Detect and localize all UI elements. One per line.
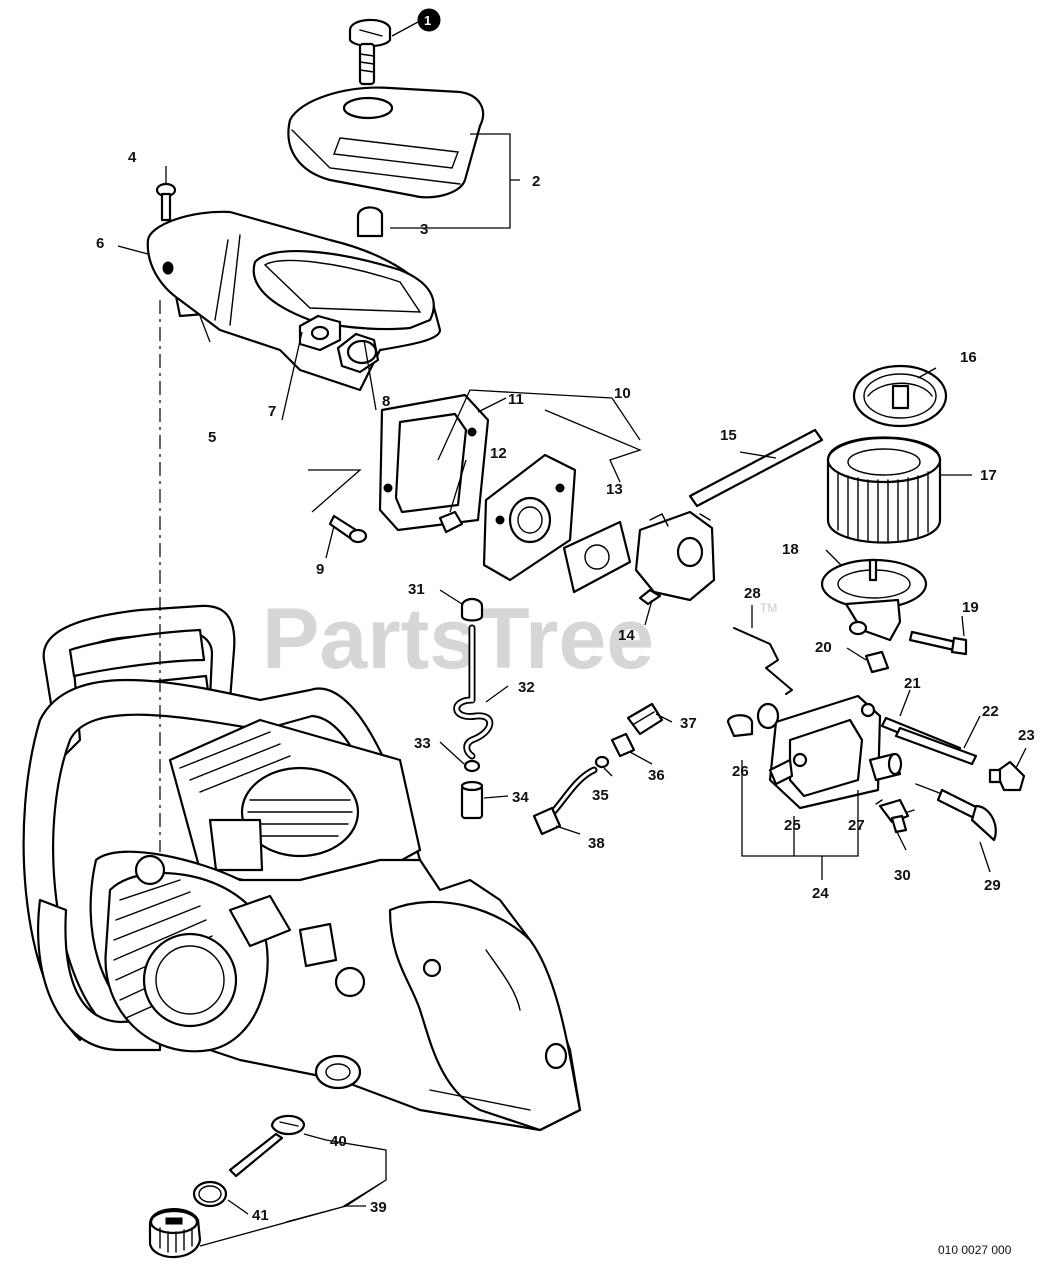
part-40-key[interactable] bbox=[228, 1114, 306, 1178]
callout-5[interactable]: 5 bbox=[208, 429, 216, 446]
part-38-oil-hose[interactable] bbox=[532, 766, 598, 836]
callout-20[interactable]: 20 bbox=[815, 639, 832, 656]
callout-labels: 1 2 3 4 5 6 7 8 9 10 11 12 13 14 15 16 1… bbox=[96, 8, 1035, 1224]
leader-lines bbox=[117, 21, 1027, 1247]
saw-body bbox=[22, 604, 582, 1132]
callout-39[interactable]: 39 bbox=[370, 1199, 387, 1216]
callout-19[interactable]: 19 bbox=[962, 599, 979, 616]
part-29-choke-knob[interactable] bbox=[915, 783, 997, 842]
callout-27[interactable]: 27 bbox=[848, 817, 865, 834]
part-2-top-cover[interactable] bbox=[287, 86, 485, 199]
callout-41[interactable]: 41 bbox=[252, 1207, 269, 1224]
callout-17[interactable]: 17 bbox=[980, 467, 997, 484]
callout-40[interactable]: 40 bbox=[330, 1133, 347, 1150]
part-7-gasket[interactable] bbox=[298, 314, 342, 352]
callout-21[interactable]: 21 bbox=[904, 675, 921, 692]
callout-7[interactable]: 7 bbox=[268, 403, 276, 420]
part-34-fuel-filter[interactable] bbox=[460, 780, 484, 820]
callout-28[interactable]: 28 bbox=[744, 585, 761, 602]
part-17-air-filter[interactable] bbox=[826, 436, 942, 544]
part-30-switch[interactable] bbox=[875, 798, 915, 834]
callout-16[interactable]: 16 bbox=[960, 349, 977, 366]
part-25-switch-bracket[interactable] bbox=[768, 694, 882, 810]
callout-34[interactable]: 34 bbox=[512, 789, 529, 806]
callout-13[interactable]: 13 bbox=[606, 481, 623, 498]
part-39-fuel-cap[interactable] bbox=[148, 1208, 202, 1259]
part-14-carburetor[interactable] bbox=[634, 510, 716, 606]
part-12-nut[interactable] bbox=[438, 510, 464, 534]
callout-4[interactable]: 4 bbox=[128, 149, 137, 166]
callout-2[interactable]: 2 bbox=[532, 173, 540, 190]
part-41-o-ring[interactable] bbox=[192, 1180, 228, 1208]
part-4-screw[interactable] bbox=[155, 182, 177, 222]
part-33-ring[interactable] bbox=[463, 759, 481, 773]
callout-22[interactable]: 22 bbox=[982, 703, 999, 720]
callout-6[interactable]: 6 bbox=[96, 235, 104, 252]
callout-26[interactable]: 26 bbox=[732, 763, 749, 780]
callout-33[interactable]: 33 bbox=[414, 735, 431, 752]
part-32-fuel-hose-inner bbox=[455, 626, 492, 758]
callout-1-badge bbox=[417, 8, 441, 32]
callout-35[interactable]: 35 bbox=[592, 787, 609, 804]
callout-32[interactable]: 32 bbox=[518, 679, 535, 696]
callout-36[interactable]: 36 bbox=[648, 767, 665, 784]
callout-9[interactable]: 9 bbox=[316, 561, 324, 578]
drawing-code: 010 0027 000 bbox=[938, 1243, 1012, 1257]
watermark: PartsTree bbox=[262, 591, 654, 687]
part-9-bolt[interactable] bbox=[328, 514, 368, 544]
part-10-carb-base[interactable] bbox=[482, 453, 577, 582]
part-6-top-shroud[interactable] bbox=[146, 210, 442, 392]
callout-10[interactable]: 10 bbox=[614, 385, 631, 402]
callout-18[interactable]: 18 bbox=[782, 541, 799, 558]
callout-31[interactable]: 31 bbox=[408, 581, 425, 598]
callout-25[interactable]: 25 bbox=[784, 817, 801, 834]
callout-15[interactable]: 15 bbox=[720, 427, 737, 444]
part-20-nut[interactable] bbox=[864, 650, 890, 674]
part-11-insulator-gasket[interactable] bbox=[378, 393, 490, 532]
part-23-knob[interactable] bbox=[988, 760, 1026, 792]
part-28-spring[interactable] bbox=[733, 627, 793, 695]
part-18-filter-base[interactable] bbox=[820, 558, 928, 642]
callout-23[interactable]: 23 bbox=[1018, 727, 1035, 744]
callout-37[interactable]: 37 bbox=[680, 715, 697, 732]
callout-11[interactable]: 11 bbox=[508, 391, 524, 408]
part-1-cover-knob[interactable] bbox=[348, 18, 392, 86]
callout-14[interactable]: 14 bbox=[618, 627, 635, 644]
part-35-ring[interactable] bbox=[594, 755, 610, 769]
callout-3[interactable]: 3 bbox=[420, 221, 428, 238]
callout-8[interactable]: 8 bbox=[382, 393, 390, 410]
part-27-grommet[interactable] bbox=[868, 752, 903, 782]
part-31-cap[interactable] bbox=[460, 597, 484, 622]
callout-24[interactable]: 24 bbox=[812, 885, 829, 902]
part-15-rod[interactable] bbox=[688, 428, 824, 508]
watermark-trademark: TM bbox=[760, 601, 777, 615]
callout-30[interactable]: 30 bbox=[894, 867, 911, 884]
part-22-rod[interactable] bbox=[894, 726, 978, 766]
callout-1[interactable]: 1 bbox=[424, 13, 431, 28]
callout-12[interactable]: 12 bbox=[490, 445, 507, 462]
part-36-fitting[interactable] bbox=[610, 732, 636, 758]
part-19-bolt[interactable] bbox=[908, 630, 968, 656]
part-16-filter-cap[interactable] bbox=[852, 364, 948, 428]
part-13-carb-gasket[interactable] bbox=[562, 520, 632, 594]
part-3-grommet[interactable] bbox=[356, 206, 384, 238]
part-37-strainer[interactable] bbox=[626, 702, 664, 736]
callout-38[interactable]: 38 bbox=[588, 835, 605, 852]
part-26-clip[interactable] bbox=[726, 702, 780, 738]
callout-29[interactable]: 29 bbox=[984, 877, 1001, 894]
